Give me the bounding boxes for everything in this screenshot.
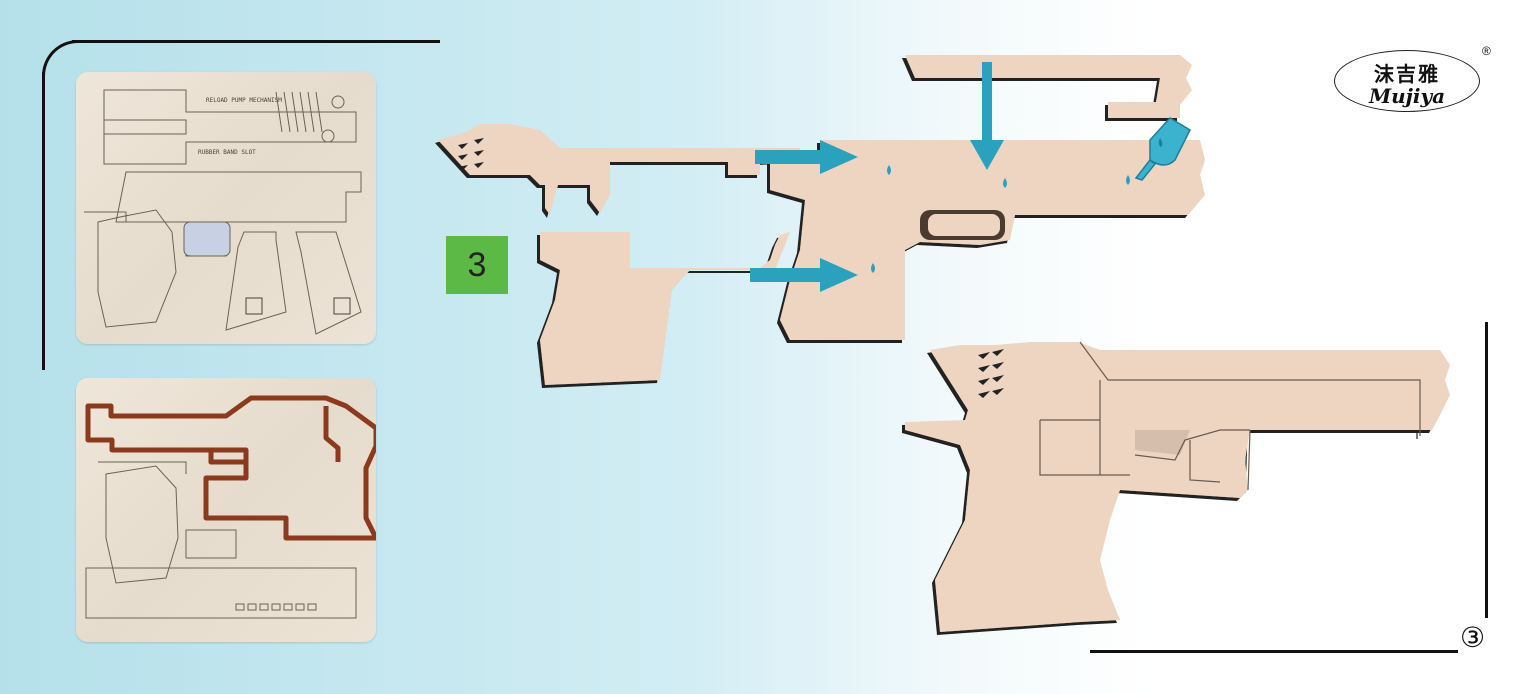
frame-line-right: [1485, 322, 1488, 618]
assembled-pistol: [905, 341, 1450, 632]
glue-drop-icon: [871, 263, 875, 273]
frame-line-bottom: [1090, 650, 1458, 653]
sheet-top-cut-lines: RELOAD PUMP MECHANISM RUBBER BAND SLOT: [84, 89, 362, 335]
frame-line-top: [72, 40, 440, 43]
glue-drop-icon: [887, 165, 891, 175]
glue-drop-icon: [1126, 175, 1130, 185]
glue-drop-icon: [1003, 178, 1007, 188]
slide-serrations: [458, 138, 484, 171]
logo-oval: [1334, 50, 1480, 112]
brand-logo: 沫吉雅 Mujiya ®: [1334, 44, 1491, 116]
wood-part-slide-left: [438, 124, 800, 215]
step-number-circled: ③: [1460, 621, 1486, 654]
trigger-guard-inner: [928, 214, 1000, 236]
wood-part-top-rail: [905, 55, 1192, 118]
engraving-text-2: RUBBER BAND SLOT: [198, 149, 256, 156]
plywood-sheet-bottom: [76, 378, 376, 642]
plywood-sheet-top: RELOAD PUMP MECHANISM RUBBER BAND SLOT: [76, 72, 376, 344]
arrow-right-icon: [755, 140, 858, 174]
engraving-text-1: RELOAD PUMP MECHANISM: [206, 97, 282, 104]
arrow-right-icon: [750, 258, 858, 292]
registered-mark: ®: [1482, 44, 1491, 58]
logo-english-text: Mujiya: [1368, 84, 1446, 108]
logo-chinese-text: 沫吉雅: [1374, 62, 1440, 86]
assembly-arrows: [750, 62, 1004, 292]
glue-bottle-icon: [1134, 117, 1191, 181]
arrow-down-icon: [970, 62, 1004, 170]
wood-part-grip: [540, 232, 790, 385]
step-badge: 3: [446, 236, 508, 294]
glue-drops: [871, 165, 1130, 273]
frame-line-left: [42, 72, 45, 370]
sheet-bottom-cut-lines: [85, 395, 376, 619]
